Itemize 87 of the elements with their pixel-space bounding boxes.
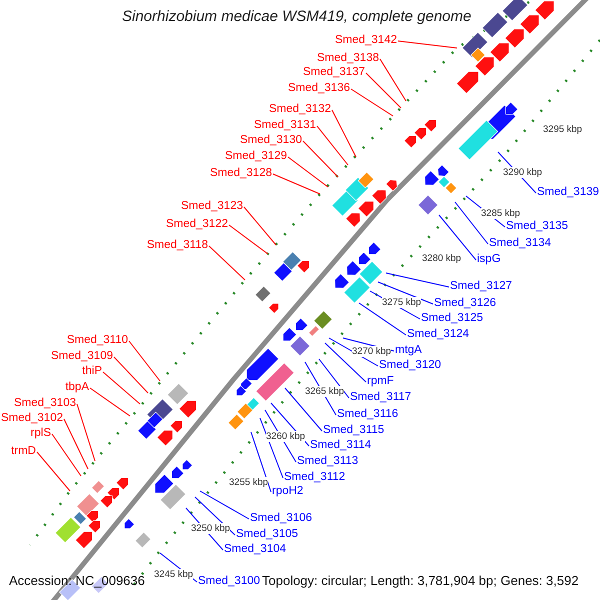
gene-label: ispG [477, 252, 501, 266]
scale-label: 3270 kbp [352, 346, 392, 357]
scale-label: 3255 kbp [229, 477, 268, 488]
gene-label: Smed_3103 [14, 396, 76, 410]
scale-label: 3285 kbp [481, 208, 520, 219]
leader-line [272, 174, 320, 194]
leader-line [244, 206, 276, 246]
gene-label: mtgA [395, 343, 422, 357]
leader-line [250, 432, 272, 492]
leader-line [288, 156, 328, 188]
gene-label: Smed_3135 [506, 219, 568, 233]
scale-label: 3260 kbp [266, 431, 306, 442]
gene-label: Smed_3117 [350, 390, 412, 404]
gene-label: Smed_3118 [146, 238, 208, 252]
scale-label: 3250 kbp [191, 523, 230, 534]
title: Sinorhizobium medicae WSM419, complete genome [122, 8, 472, 25]
scale-label: 3295 kbp [543, 124, 582, 135]
gene-label: Smed_3100 [198, 574, 260, 588]
gene-label: Smed_3105 [236, 527, 298, 541]
leader-line [260, 418, 284, 478]
gene-label: rpmF [367, 374, 394, 388]
leader-line [114, 356, 148, 394]
gene-label: rpoH2 [272, 484, 304, 498]
gene-label: Smed_3139 [537, 185, 600, 199]
leader-line [102, 372, 140, 404]
gene-label: Smed_3137 [302, 65, 365, 79]
leader-line [380, 58, 406, 102]
leader-line [386, 272, 450, 288]
gene-label: Smed_3102 [0, 411, 63, 425]
gene-label: Smed_3113 [297, 454, 358, 468]
leader-line [302, 140, 338, 178]
gene-label: Smed_3130 [240, 133, 302, 147]
gene-label: tbpA [65, 380, 89, 394]
footer-text: Accession: NC_009636 [9, 573, 145, 588]
gene-label: Smed_3126 [434, 296, 496, 310]
leader-line [52, 434, 82, 476]
gene-label: Smed_3120 [379, 358, 442, 372]
leader-line [350, 88, 394, 116]
scale-label: 3280 kbp [422, 253, 462, 264]
leader-line [398, 40, 458, 48]
gene-label: Smed_3132 [268, 102, 331, 116]
gene-label: Smed_3114 [310, 438, 372, 452]
scale-label: 3275 kbp [382, 297, 422, 308]
gene-label: Smed_3128 [210, 166, 272, 180]
footer-text: Topology: circular; Length: 3,781,904 bp; Genes: 3,592 [262, 573, 579, 588]
gene-label: Smed_3124 [407, 327, 470, 341]
gene-label: Smed_3125 [421, 311, 484, 325]
gene-label: Smed_3110 [66, 333, 128, 347]
gene-label: Smed_3106 [250, 511, 312, 525]
leader-line [454, 202, 488, 244]
gene-label: Smed_3122 [166, 217, 228, 231]
leader-line [228, 224, 268, 254]
gene-label: Smed_3104 [224, 542, 286, 556]
gene-label: Smed_3138 [316, 51, 379, 65]
leader-line [200, 490, 250, 520]
gene-label: Smed_3127 [450, 279, 512, 293]
gene-label: Smed_3129 [224, 149, 287, 163]
gene-label: Smed_3134 [489, 236, 552, 250]
gene-label: Smed_3131 [254, 118, 316, 132]
leader-line [332, 110, 356, 158]
leader-line [208, 246, 246, 280]
leader-line [358, 302, 406, 336]
scale-label: 3290 kbp [503, 167, 542, 178]
leader-line [316, 126, 348, 166]
leader-line [36, 452, 70, 492]
leader-line [318, 358, 350, 398]
leader-line [284, 388, 322, 432]
scale-label: 3265 kbp [305, 386, 344, 397]
gene-label: Smed_3123 [180, 199, 243, 213]
leader-line [64, 418, 88, 470]
leader-line [128, 340, 160, 382]
leader-line [324, 342, 366, 382]
gene-label: Smed_3136 [288, 81, 350, 95]
gene-label: trmD [11, 444, 36, 458]
gene-label: Smed_3115 [323, 423, 384, 437]
leader-line [438, 214, 476, 260]
gene-label: Smed_3116 [337, 407, 398, 421]
scale-label: 3245 kbp [154, 569, 194, 580]
leader-line [90, 388, 130, 416]
gene-label: rplS [30, 426, 51, 440]
leader-line [366, 72, 402, 108]
gene-label: Smed_3142 [334, 33, 397, 47]
gene-label: Smed_3109 [50, 349, 113, 363]
gene-label: thiP [82, 364, 102, 378]
gene-label: Smed_3112 [284, 470, 346, 484]
leader-line [378, 282, 434, 304]
leader-line [76, 404, 96, 462]
